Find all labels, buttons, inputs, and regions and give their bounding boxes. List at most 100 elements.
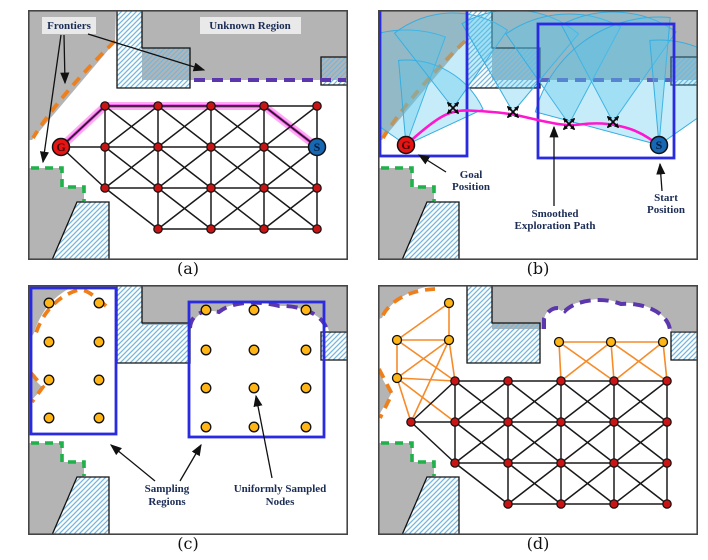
- graph-node: [312, 224, 322, 234]
- sampled-node: [300, 382, 312, 394]
- sampled-node: [43, 297, 55, 309]
- graph-edges: [410, 380, 668, 505]
- graph-edge: [104, 105, 159, 148]
- sensor-cone: [398, 59, 484, 146]
- graph-edge: [507, 421, 562, 464]
- sampled-node: [248, 382, 260, 394]
- graph-edge: [613, 421, 668, 464]
- graph-node: [259, 142, 269, 152]
- obstacle-bottom-left: [51, 201, 110, 260]
- sampled-node: [93, 336, 105, 348]
- arrow-to-goal: [417, 154, 447, 173]
- frontier-green: [31, 441, 86, 476]
- obstacle-bottom-left: [51, 476, 110, 535]
- graph-node: [503, 376, 513, 386]
- graph-edges: [60, 105, 318, 230]
- graph-node: [153, 142, 163, 152]
- start-node-letter: S: [656, 138, 663, 152]
- unknown-area-bottom-left: [378, 443, 434, 535]
- sampled-node: [43, 412, 55, 424]
- graph-node: [153, 224, 163, 234]
- graph-node: [503, 499, 513, 509]
- graph-edge: [560, 380, 615, 423]
- graph-node: [100, 142, 110, 152]
- graph-node: [609, 499, 619, 509]
- new-sampled-node: [605, 336, 617, 348]
- graph-edge: [454, 421, 509, 464]
- unknown-region-label-box: [200, 17, 301, 34]
- drone-waypoints: [446, 101, 620, 131]
- goal-position-label-line1: Goal: [460, 169, 483, 181]
- unknown-region-label: Unknown Region: [209, 20, 291, 32]
- arrow-to-start: [656, 162, 666, 192]
- graph-edge: [454, 380, 509, 423]
- unknown-area-left: [28, 10, 116, 140]
- graph-node: [450, 458, 460, 468]
- sampled-node: [43, 336, 55, 348]
- graph-edge: [157, 187, 212, 230]
- graph-edge: [157, 105, 212, 148]
- graph-node: [312, 183, 322, 193]
- graph-edge: [104, 187, 159, 230]
- arrow-to-sampled-node: [253, 394, 273, 479]
- graph-edge: [560, 462, 615, 505]
- sampled-nodes: [43, 297, 312, 433]
- obstacle-right: [670, 56, 698, 86]
- graph-node: [556, 417, 566, 427]
- graph-edge: [157, 146, 212, 189]
- frontier-orange: [29, 287, 108, 404]
- graph-node: [153, 101, 163, 111]
- graph-edge: [507, 462, 562, 505]
- uniform-nodes-label-line1: Uniformly Sampled: [234, 483, 327, 495]
- graph-node: [100, 101, 110, 111]
- graph-node: [206, 183, 216, 193]
- new-graph-edge: [396, 377, 412, 423]
- sampled-node: [200, 421, 212, 433]
- graph-node: [556, 376, 566, 386]
- graph-node: [259, 224, 269, 234]
- frontiers-label-box: [42, 17, 96, 34]
- start-node: [307, 137, 327, 157]
- graph-node: [153, 183, 163, 193]
- graph-nodes: [100, 101, 322, 234]
- sampling-regions-label-line1: Sampling: [145, 483, 190, 495]
- new-graph-edge: [396, 377, 456, 382]
- panel-d-extended-graph: [378, 285, 698, 535]
- graph-node: [609, 417, 619, 427]
- sampled-node: [43, 374, 55, 386]
- panel-border: [378, 285, 698, 535]
- new-graph-edge: [558, 341, 562, 382]
- sampled-node: [300, 421, 312, 433]
- graph-edge: [210, 187, 265, 230]
- graph-edge: [454, 462, 509, 505]
- unknown-area-bottom-left: [28, 168, 84, 260]
- new-graph-edge: [410, 339, 450, 423]
- graph-node: [662, 499, 672, 509]
- sensor-cone: [393, 12, 509, 109]
- new-graph-edge: [396, 302, 450, 341]
- sampled-node: [200, 344, 212, 356]
- sampled-node: [93, 297, 105, 309]
- new-graph-edge: [396, 339, 456, 382]
- frontier-orange: [381, 39, 467, 139]
- graph-edge: [263, 187, 318, 230]
- graph-node: [100, 183, 110, 193]
- goal-position-label-line2: Position: [452, 181, 490, 193]
- smoothed-path-label-line2: Exploration Path: [515, 220, 596, 232]
- new-sampled-node: [391, 334, 403, 346]
- new-graph-edge: [560, 341, 612, 382]
- new-graph-edge: [610, 341, 615, 382]
- obstacle-bottom-left: [401, 201, 460, 260]
- graph-node: [206, 142, 216, 152]
- caption-b: (b): [526, 259, 550, 278]
- graph-edge: [507, 380, 562, 423]
- goal-node-letter: G: [401, 138, 410, 152]
- graph-node: [662, 376, 672, 386]
- graph-edge: [410, 421, 456, 464]
- graph-edge: [60, 146, 106, 189]
- frontier-green: [31, 166, 86, 201]
